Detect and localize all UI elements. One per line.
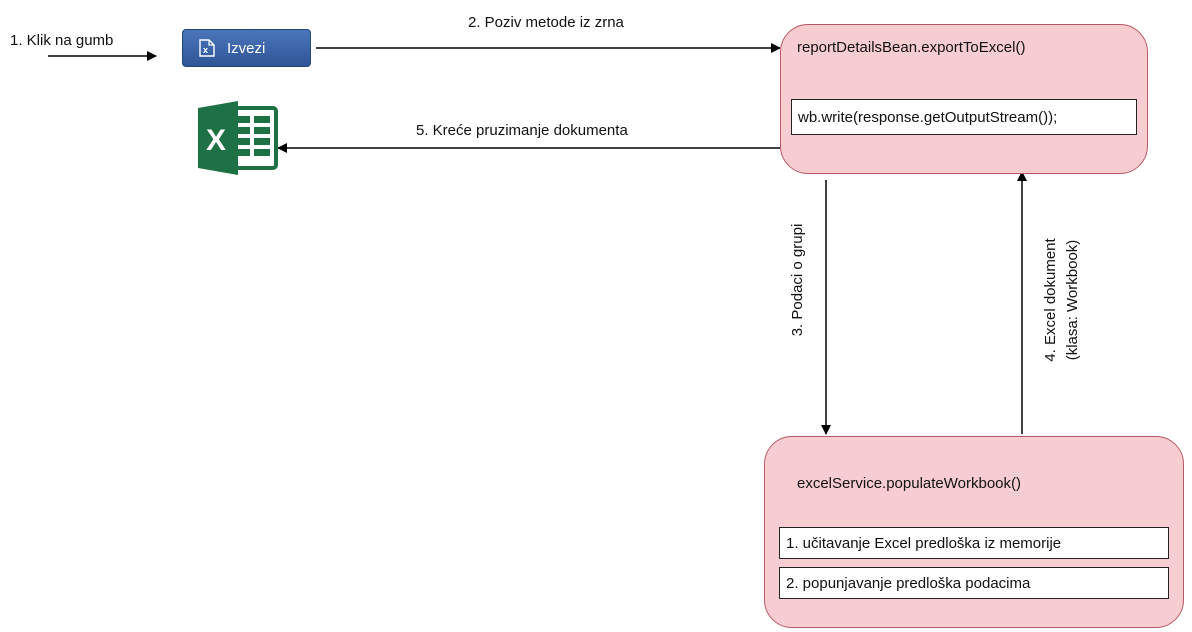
export-button-label: Izvezi [227,39,266,57]
bean-node: reportDetailsBean.exportToExcel() wb.wri… [780,24,1148,174]
excel-file-icon: x [199,39,215,57]
bean-node-title: reportDetailsBean.exportToExcel() [797,39,1026,56]
microsoft-excel-logo-icon: X [196,100,280,176]
step3-label: 3. Podaci o grupi [789,223,806,337]
step2-label: 2. Poziv metode iz zrna [468,14,624,31]
service-node-title: excelService.populateWorkbook() [797,475,1021,492]
service-node-item: 1. učitavanje Excel predloška iz memorij… [779,527,1169,559]
step4-label-line2: (klasa: Workbook) [1064,239,1081,361]
bean-node-code: wb.write(response.getOutputStream()); [791,99,1137,135]
service-node-item: 2. popunjavanje predloška podacima [779,567,1169,599]
step1-label: 1. Klik na gumb [10,32,114,49]
svg-text:X: X [206,124,226,157]
export-button[interactable]: x Izvezi [182,29,311,67]
svg-text:x: x [203,45,208,55]
step4-label-line1: 4. Excel dokument [1042,238,1059,362]
step5-label: 5. Kreće pruzimanje dokumenta [416,122,628,139]
service-node: excelService.populateWorkbook() 1. učita… [764,436,1184,628]
